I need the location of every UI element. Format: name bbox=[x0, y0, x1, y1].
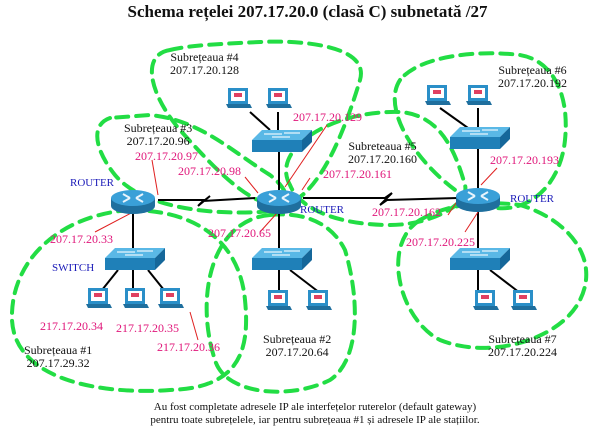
subnet-3-outline bbox=[95, 112, 288, 215]
pc-s1-2-icon bbox=[123, 288, 149, 308]
router-3-label: ROUTER bbox=[510, 193, 554, 205]
link-sw4-pc1 bbox=[249, 111, 271, 131]
pc-s2-2-icon bbox=[306, 290, 332, 310]
subnet-2-outline bbox=[204, 212, 357, 394]
subnet-7-label: Subrețeaua #7 207.17.20.224 bbox=[488, 333, 557, 359]
subnet-4-label: Subrețeaua #4 207.17.20.128 bbox=[170, 51, 239, 77]
router-2-label: ROUTER bbox=[300, 204, 344, 216]
arrow-r1-s1 bbox=[94, 211, 134, 233]
subnet-6-address: 207.17.20.192 bbox=[498, 76, 567, 90]
router-1-label: ROUTER bbox=[70, 177, 114, 189]
pc-s1-1-icon bbox=[86, 288, 112, 308]
arrow-r2-s3 bbox=[244, 176, 259, 194]
ip-r1-s1: 207.17.20.33 bbox=[50, 232, 113, 246]
arrow-r2-s4 bbox=[284, 124, 328, 188]
ip-r2-s4: 207.17.20.129 bbox=[293, 110, 362, 124]
router-2-icon bbox=[256, 189, 302, 215]
subnet-7-outline bbox=[396, 201, 589, 350]
switch-1-label: SWITCH bbox=[52, 262, 95, 274]
link-r1-r2-serial bbox=[158, 195, 256, 207]
pc-s6-1-icon bbox=[425, 85, 451, 105]
subnet-2-name: Subrețeaua #2 bbox=[263, 332, 332, 346]
subnet-2-label: Subrețeaua #2 207.17.20.64 bbox=[263, 333, 331, 359]
arrow-r1-s3 bbox=[151, 159, 159, 196]
footer-line-2: pentru toate subrețelele, iar pentru sub… bbox=[150, 414, 480, 426]
ip-host-34: 217.17.20.34 bbox=[40, 319, 103, 333]
pc-s6-2-icon bbox=[466, 85, 492, 105]
subnet-3-label: Subrețeaua #3 207.17.20.96 bbox=[124, 122, 192, 148]
arrow-r2-s2 bbox=[259, 211, 279, 233]
subnet-1-outline bbox=[9, 207, 249, 393]
subnet-6-outline bbox=[392, 51, 568, 211]
ip-host-35: 217.17.20.35 bbox=[116, 321, 179, 335]
subnet-7-name: Subrețeaua #7 bbox=[488, 332, 557, 346]
pc-s7-1-icon bbox=[473, 290, 499, 310]
link-sw6-pc1 bbox=[439, 107, 469, 129]
switch-1-icon bbox=[104, 247, 166, 271]
subnet-6-label: Subrețeaua #6 207.17.20.192 bbox=[498, 64, 567, 90]
pc-s7-2-icon bbox=[511, 290, 537, 310]
ip-r3-s6: 207.17.20.193 bbox=[490, 153, 559, 167]
subnet-1-address: 207.17.29.32 bbox=[26, 356, 90, 370]
router-1-icon bbox=[110, 189, 156, 215]
subnet-1-label: Subrețeaua #1 207.17.29.32 bbox=[24, 344, 92, 370]
pc-s2-1-icon bbox=[266, 290, 292, 310]
ip-r2-s5: 207.17.20.161 bbox=[323, 167, 392, 181]
ip-r2-s3: 207.17.20.98 bbox=[178, 164, 241, 178]
ip-r3-s7: 207.17.20.225 bbox=[406, 235, 475, 249]
switch-4-icon bbox=[251, 129, 313, 153]
subnet-2-address: 207.17.20.64 bbox=[265, 345, 329, 359]
ip-host-36: 217.17.20.36 bbox=[157, 340, 220, 354]
link-r2-r3-serial bbox=[303, 192, 459, 206]
subnet-5-address: 207.17.20.160 bbox=[348, 152, 417, 166]
arrow-host-36 bbox=[189, 311, 199, 341]
subnet-4-address: 207.17.20.128 bbox=[170, 63, 239, 77]
pc-s4-1-icon bbox=[226, 88, 252, 108]
ip-r3-s5: 207.17.20.162 bbox=[372, 205, 441, 219]
pc-s4-2-icon bbox=[266, 88, 292, 108]
footer-line-1: Au fost completate adresele IP ale inter… bbox=[153, 401, 477, 413]
ip-r1-s3: 207.17.20.97 bbox=[135, 149, 198, 163]
link-sw2-pc2 bbox=[289, 269, 321, 294]
subnet-6-name: Subrețeaua #6 bbox=[498, 63, 567, 77]
subnet-3-address: 207.17.20.96 bbox=[126, 134, 190, 148]
subnet-5-outline bbox=[284, 109, 468, 228]
subnet-5-label: Subreteaua #5 207.17.20.160 bbox=[348, 140, 417, 166]
subnet-5-name: Subreteaua #5 bbox=[348, 139, 417, 153]
pc-s1-3-icon bbox=[158, 288, 184, 308]
link-sw7-pc2 bbox=[489, 269, 521, 294]
arrow-r3-s6 bbox=[480, 167, 498, 186]
subnet-4-outline bbox=[150, 39, 363, 208]
subnet-1-name: Subrețeaua #1 bbox=[24, 343, 93, 357]
diagram-title: Schema rețelei 207.17.20.0 (clasă C) sub… bbox=[127, 2, 488, 21]
switch-7-icon bbox=[449, 247, 511, 271]
switch-2-icon bbox=[251, 247, 313, 271]
switch-6-icon bbox=[449, 126, 511, 150]
subnet-7-address: 207.17.20.224 bbox=[488, 345, 557, 359]
arrow-r3-s7 bbox=[464, 211, 479, 233]
subnet-4-name: Subrețeaua #4 bbox=[170, 50, 239, 64]
arrow-r2-s5 bbox=[301, 177, 311, 191]
router-3-icon bbox=[455, 187, 501, 213]
ip-r2-s2: 207.17.20.65 bbox=[208, 226, 271, 240]
footer-note: Au fost completate adresele IP ale inter… bbox=[100, 401, 530, 427]
subnet-3-name: Subrețeaua #3 bbox=[124, 121, 193, 135]
